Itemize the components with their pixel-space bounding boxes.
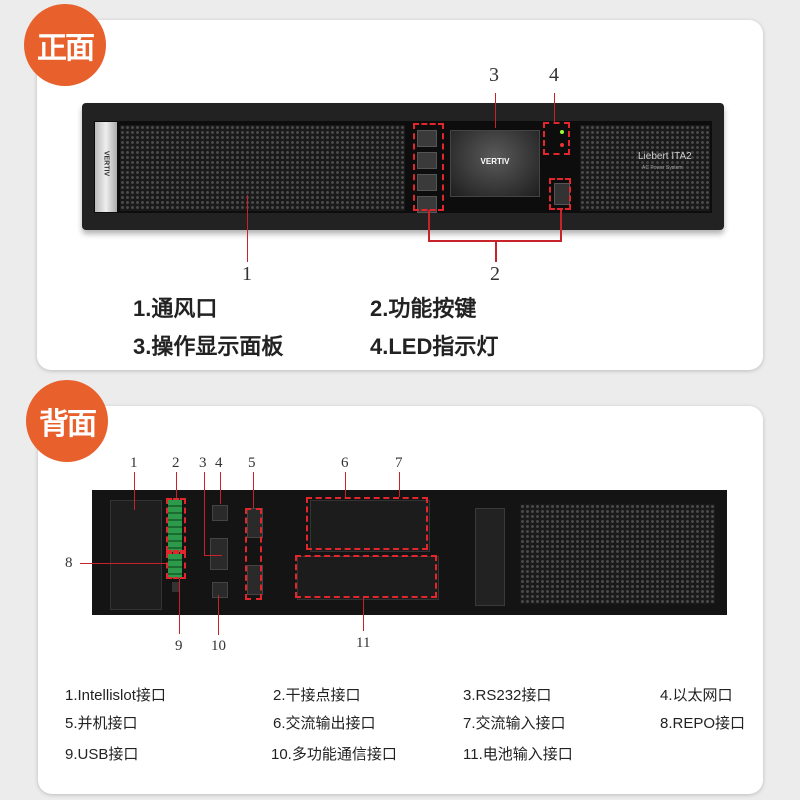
front-badge: 正面 [24,4,106,86]
rear-device [92,490,727,615]
front-legend-2: 2.功能按键 [370,296,477,321]
callout-box-led [543,122,570,155]
rear-legend-4: 4.以太网口 [660,687,733,704]
rear-legend-2: 2.干接点接口 [273,687,361,704]
breaker [475,508,505,606]
front-device: VERTIV VERTIV Liebert ITA2 AC Power Syst… [82,103,724,230]
front-legend-3: 3.操作显示面板 [133,334,284,359]
callout-box-8 [166,552,186,579]
rear-badge: 背面 [26,380,108,462]
rear-legend-7: 7.交流输入接口 [463,715,566,732]
intellislot [110,500,162,610]
function-buttons [417,130,437,213]
rear-callout-1: 1 [130,455,138,471]
callout-box-11 [295,555,437,598]
callout-box-5 [245,508,262,600]
callout-2: 2 [490,263,500,285]
led-red [560,143,564,147]
vertiv-plate-logo: VERTIV [102,150,110,177]
rear-callout-6: 6 [341,455,349,471]
rear-legend-5: 5.并机接口 [65,715,138,732]
rear-legend-9: 9.USB接口 [65,746,139,763]
display-panel: VERTIV [450,130,540,197]
rear-legend-1: 1.Intellislot接口 [65,687,166,704]
multi-comm-port [212,582,228,598]
rear-legend-6: 6.交流输出接口 [273,715,376,732]
rear-legend-3: 3.RS232接口 [463,687,552,704]
rear-callout-3: 3 [199,455,207,471]
callout-3: 3 [489,64,499,86]
rear-legend-11: 11.电池输入接口 [463,746,573,763]
rear-callout-7: 7 [395,455,403,471]
model-label: Liebert ITA2 [638,151,692,162]
callout-box-2 [166,498,186,552]
ac-terminal-block [310,500,430,552]
rear-callout-9: 9 [175,638,183,654]
ethernet-port [212,505,228,521]
dry-contact-terminal [168,500,182,552]
rear-legend-8: 8.REPO接口 [660,715,746,732]
vent-grille-left [120,125,405,211]
display-logo: VERTIV [480,157,510,166]
callout-box-power [549,178,571,210]
rear-callout-5: 5 [248,455,256,471]
front-legend-4: 4.LED指示灯 [370,334,499,359]
rear-callout-11: 11 [356,635,371,651]
repo-terminal [168,554,182,578]
vertiv-plate: VERTIV [95,122,117,212]
vent-grille-right [580,125,710,211]
rear-legend-10: 10.多功能通信接口 [271,746,397,763]
callout-1: 1 [242,263,252,285]
rear-callout-10: 10 [211,638,226,654]
callout-box-6-7 [306,497,428,550]
usb-port [172,582,180,592]
rear-callout-4: 4 [215,455,223,471]
rear-callout-2: 2 [172,455,180,471]
parallel-port-bottom [247,565,263,595]
callout-box-buttons [413,123,444,211]
callout-4: 4 [549,64,559,86]
front-legend-1: 1.通风口 [133,296,218,321]
model-sub-label: AC Power System [642,165,683,171]
rear-callout-8: 8 [65,555,73,571]
rear-vent-grille [520,504,715,604]
led-green [560,130,564,134]
rs232-port [210,538,228,570]
